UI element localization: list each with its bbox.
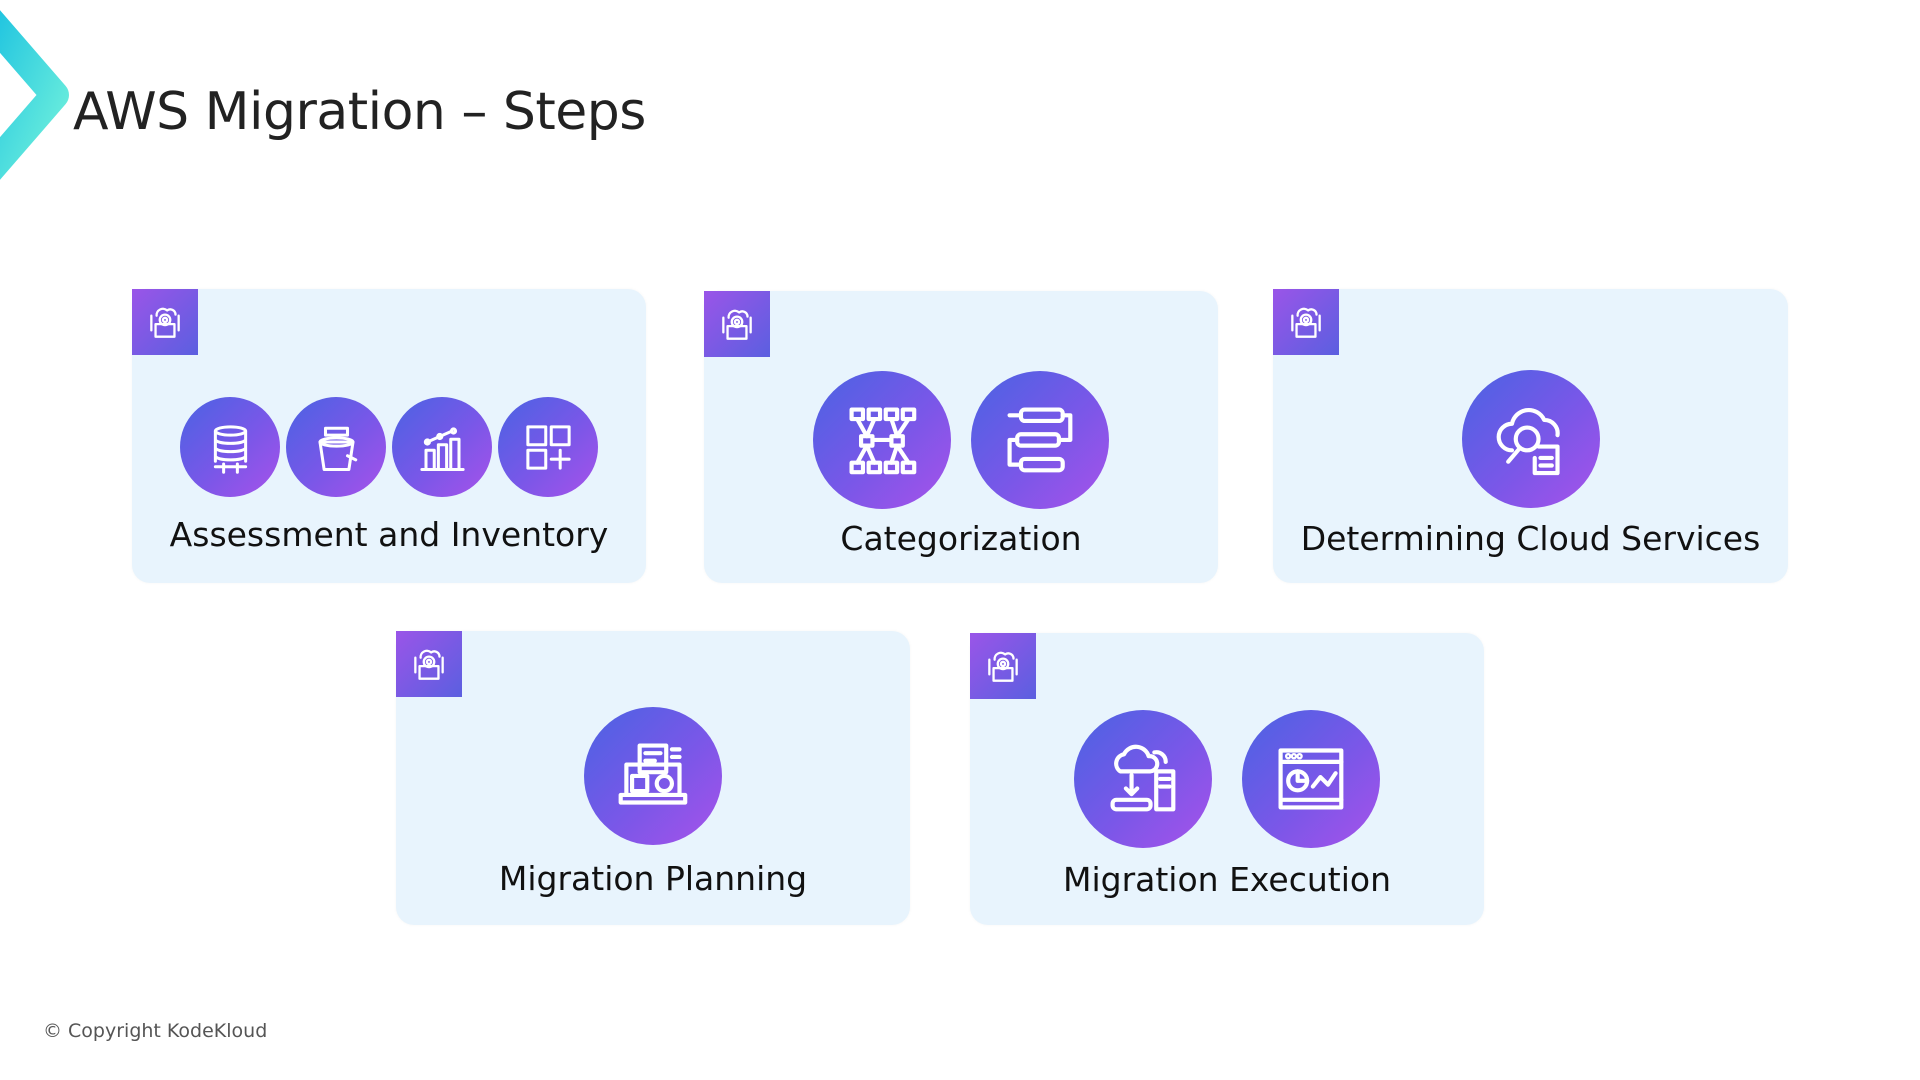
hierarchy-icon: [813, 371, 951, 509]
cloud-gear-icon: [970, 633, 1036, 699]
icon-row: [704, 371, 1218, 509]
database-icon: [180, 397, 280, 497]
step-label: Migration Planning: [498, 859, 808, 898]
step-card-execution: Migration Execution: [970, 633, 1484, 925]
bar-chart-icon: [392, 397, 492, 497]
icon-row: [970, 710, 1484, 848]
cloud-gear-icon: [1273, 289, 1339, 355]
step-card-planning: Migration Planning: [396, 631, 910, 925]
laptop-plan-icon: [584, 707, 722, 845]
dashboard-window-icon: [1242, 710, 1380, 848]
step-label: Categorization: [840, 519, 1082, 558]
kodekloud-logo-chevron: [0, 10, 69, 180]
step-card-categorization: Categorization: [704, 291, 1218, 583]
step-label: Assessment and Inventory: [169, 515, 609, 554]
add-grid-icon: [498, 397, 598, 497]
step-card-assessment: Assessment and Inventory: [132, 289, 646, 583]
cloud-server-transfer-icon: [1074, 710, 1212, 848]
page-title: AWS Migration – Steps: [73, 82, 646, 142]
step-label: Migration Execution: [1062, 860, 1392, 899]
icon-row: [1273, 370, 1788, 508]
step-label: Determining Cloud Services: [1300, 519, 1761, 558]
cloud-gear-icon: [396, 631, 462, 697]
bucket-icon: [286, 397, 386, 497]
cloud-search-icon: [1461, 370, 1600, 508]
cloud-gear-icon: [132, 289, 198, 355]
cloud-gear-icon: [704, 291, 770, 357]
step-card-cloud-services: Determining Cloud Services: [1273, 289, 1788, 583]
copyright-text: © Copyright KodeKloud: [43, 1020, 268, 1042]
icon-row: [396, 707, 910, 845]
flow-list-icon: [971, 371, 1109, 509]
icon-row: [132, 397, 646, 497]
